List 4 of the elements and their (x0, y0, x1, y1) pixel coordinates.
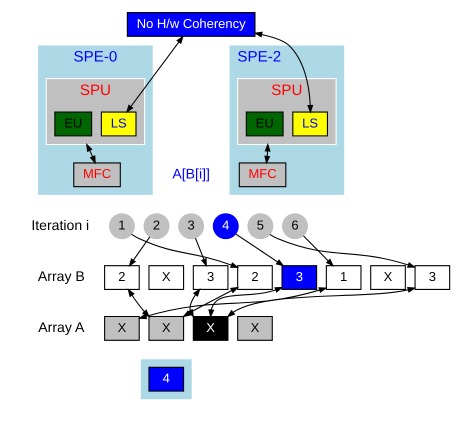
label: Array A (38, 319, 84, 336)
label: A[B[i]] (172, 165, 210, 182)
label: Iteration i (30, 216, 89, 233)
label: Array B (37, 268, 84, 284)
